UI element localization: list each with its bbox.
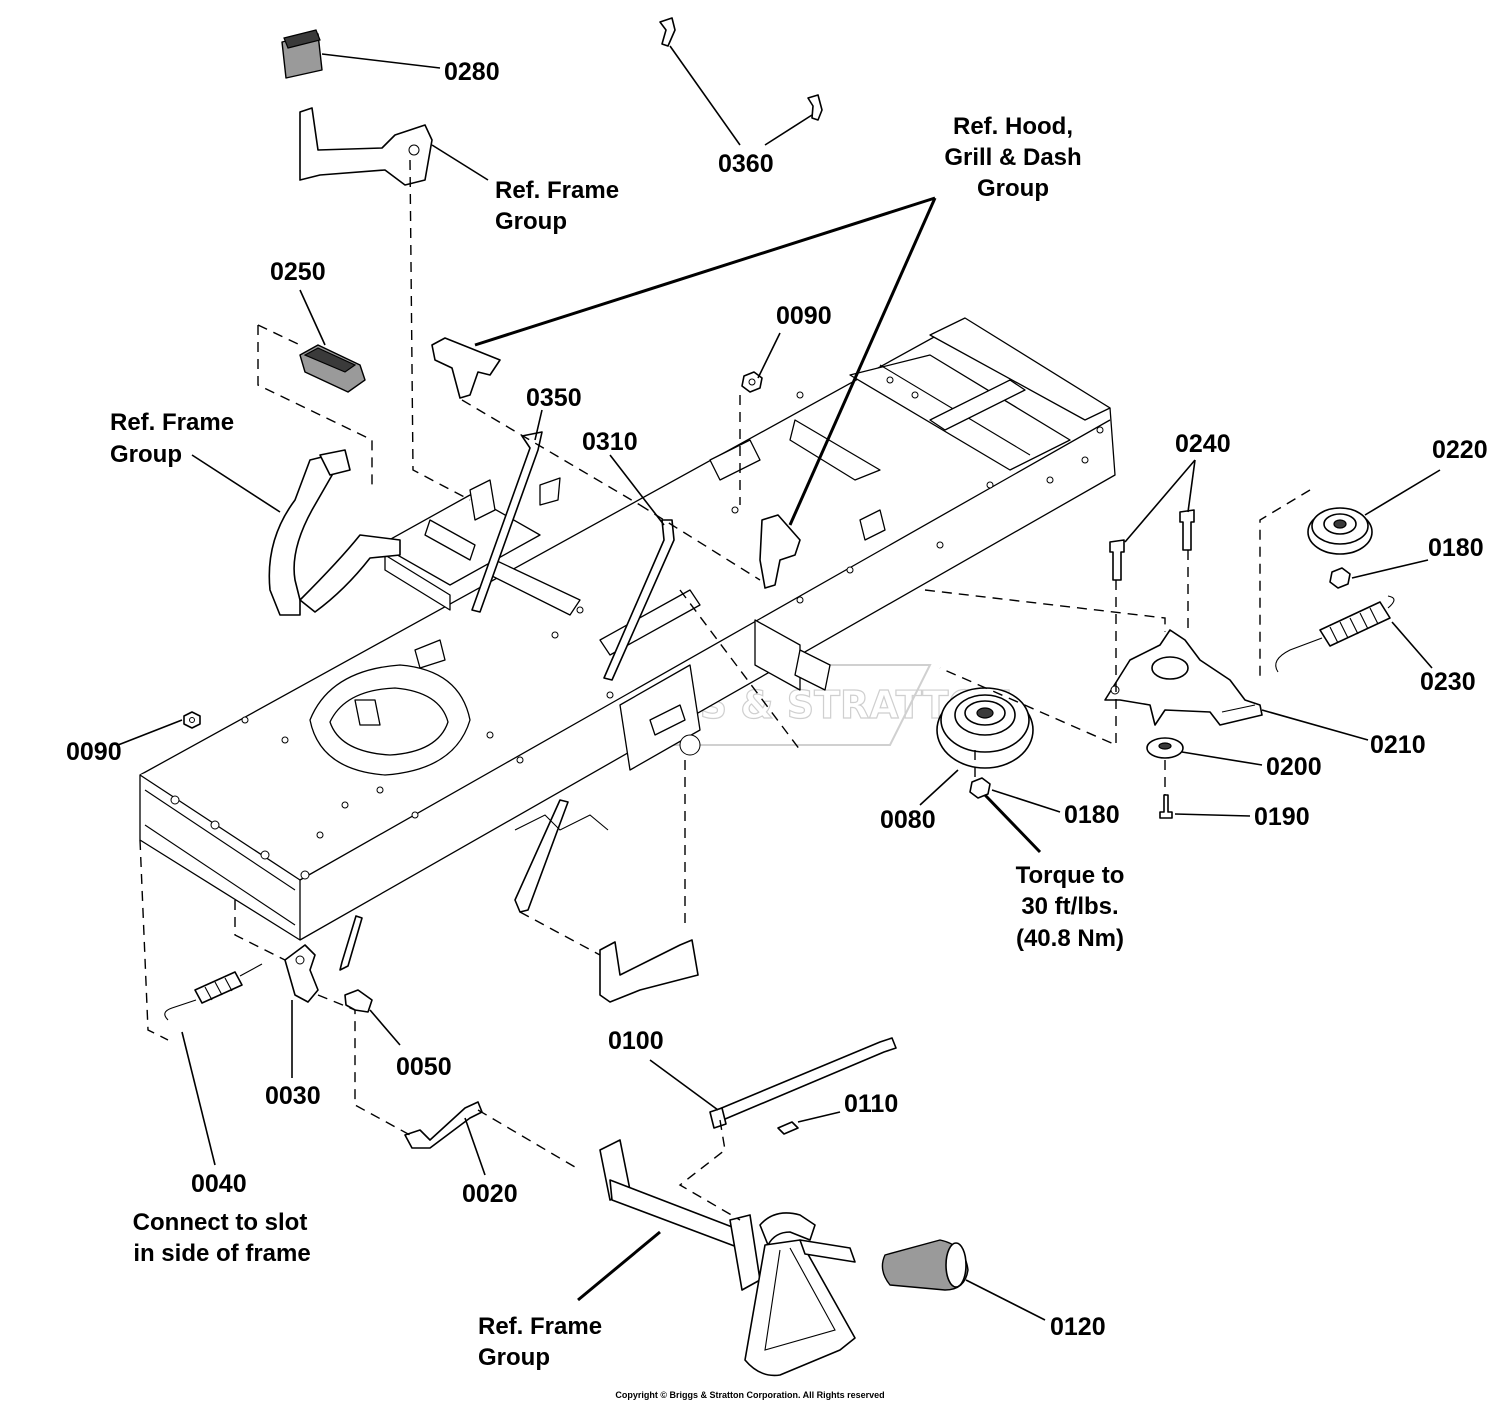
- label-0280: 0280: [444, 58, 500, 86]
- part-0240-bolts: [1109, 509, 1195, 581]
- label-0120: 0120: [1050, 1313, 1106, 1341]
- note-torque-line1: Torque to: [1016, 862, 1125, 889]
- part-0310-rod: [603, 519, 675, 681]
- label-0350: 0350: [526, 384, 582, 412]
- dashed-assembly-lines: [139, 159, 1311, 1221]
- note-ref-hood-line1: Ref. Hood,: [953, 113, 1073, 140]
- part-dash-lever-right: [759, 514, 801, 589]
- note-ref-frame-top-line2: Group: [495, 208, 567, 235]
- label-0220: 0220: [1432, 436, 1488, 464]
- part-lower-bracket: [599, 939, 699, 1003]
- part-0180-nut-right: [1329, 567, 1351, 589]
- part-0360-fasteners: [659, 17, 823, 121]
- part-0200-washer: [1146, 737, 1184, 759]
- note-ref-hood-line2: Grill & Dash: [944, 144, 1081, 171]
- label-0040: 0040: [191, 1170, 247, 1198]
- part-0040-spring: [164, 963, 263, 1021]
- label-0020: 0020: [462, 1180, 518, 1208]
- note-ref-frame-top-line1: Ref. Frame: [495, 177, 619, 204]
- note-torque-line3: (40.8 Nm): [1016, 925, 1124, 952]
- label-0360: 0360: [718, 150, 774, 178]
- frame-holes: [170, 376, 1104, 880]
- note-ref-frame-left-line1: Ref. Frame: [110, 409, 234, 436]
- note-torque-line2: 30 ft/lbs.: [1021, 893, 1118, 920]
- part-0220-pulley: [1307, 507, 1373, 555]
- part-0190-bolt: [1159, 794, 1173, 819]
- part-0120-grip: [881, 1239, 969, 1291]
- part-number-labels: 0280 0360 0250 0090 0350 0310 0240 0220 …: [66, 58, 1488, 1341]
- note-ref-frame-bottom-line2: Group: [478, 1344, 550, 1371]
- part-0230-spring: [1275, 595, 1395, 673]
- part-0020-rod: [404, 1101, 483, 1149]
- reference-notes: Ref. Frame Group Ref. Hood, Grill & Dash…: [110, 113, 1124, 1371]
- label-0250: 0250: [270, 258, 326, 286]
- part-lower-rod: [514, 799, 609, 913]
- part-0050-bolt: [344, 989, 373, 1013]
- label-0080: 0080: [880, 806, 936, 834]
- part-0110-clip: [777, 1121, 799, 1135]
- label-0180-pulley: 0180: [1064, 801, 1120, 829]
- note-connect-slot-line1: Connect to slot: [133, 1209, 308, 1236]
- label-0210: 0210: [1370, 731, 1426, 759]
- label-0100: 0100: [608, 1027, 664, 1055]
- note-ref-frame-bottom-line1: Ref. Frame: [478, 1313, 602, 1340]
- label-0090-top: 0090: [776, 302, 832, 330]
- label-0230: 0230: [1420, 668, 1476, 696]
- label-0050: 0050: [396, 1053, 452, 1081]
- part-left-pedal-tube: [268, 449, 401, 616]
- label-0190: 0190: [1254, 803, 1310, 831]
- note-ref-frame-left-line2: Group: [110, 441, 182, 468]
- part-0350-rod: [471, 431, 543, 613]
- label-0200: 0200: [1266, 753, 1322, 781]
- leader-lines: [117, 45, 1441, 1321]
- part-0090-nut-top: [741, 371, 763, 393]
- part-small-rod: [339, 915, 363, 971]
- note-ref-hood-line3: Group: [977, 175, 1049, 202]
- part-0030-arm: [284, 944, 319, 1003]
- label-0310: 0310: [582, 428, 638, 456]
- label-0240: 0240: [1175, 430, 1231, 458]
- part-0180-nut-pulley: [969, 777, 991, 799]
- label-0030: 0030: [265, 1082, 321, 1110]
- part-lower-pedal-assembly: [599, 1139, 856, 1377]
- part-0080-pulley: [936, 687, 1034, 769]
- copyright-text: Copyright © Briggs & Stratton Corporatio…: [615, 1390, 884, 1400]
- note-connect-slot-line2: in side of frame: [133, 1240, 310, 1267]
- part-0250-foot-pad: [299, 344, 366, 393]
- part-0100-rod: [709, 1037, 897, 1129]
- label-0090-left: 0090: [66, 738, 122, 766]
- label-0180-right: 0180: [1428, 534, 1484, 562]
- label-0110: 0110: [844, 1090, 898, 1118]
- part-upper-pedal-arm: [299, 107, 433, 186]
- part-0210-idler-bracket: [1104, 629, 1263, 726]
- part-0280-pedal-pad: [281, 29, 323, 79]
- part-0090-nut-left: [183, 711, 201, 729]
- part-dash-lever-left: [431, 337, 501, 399]
